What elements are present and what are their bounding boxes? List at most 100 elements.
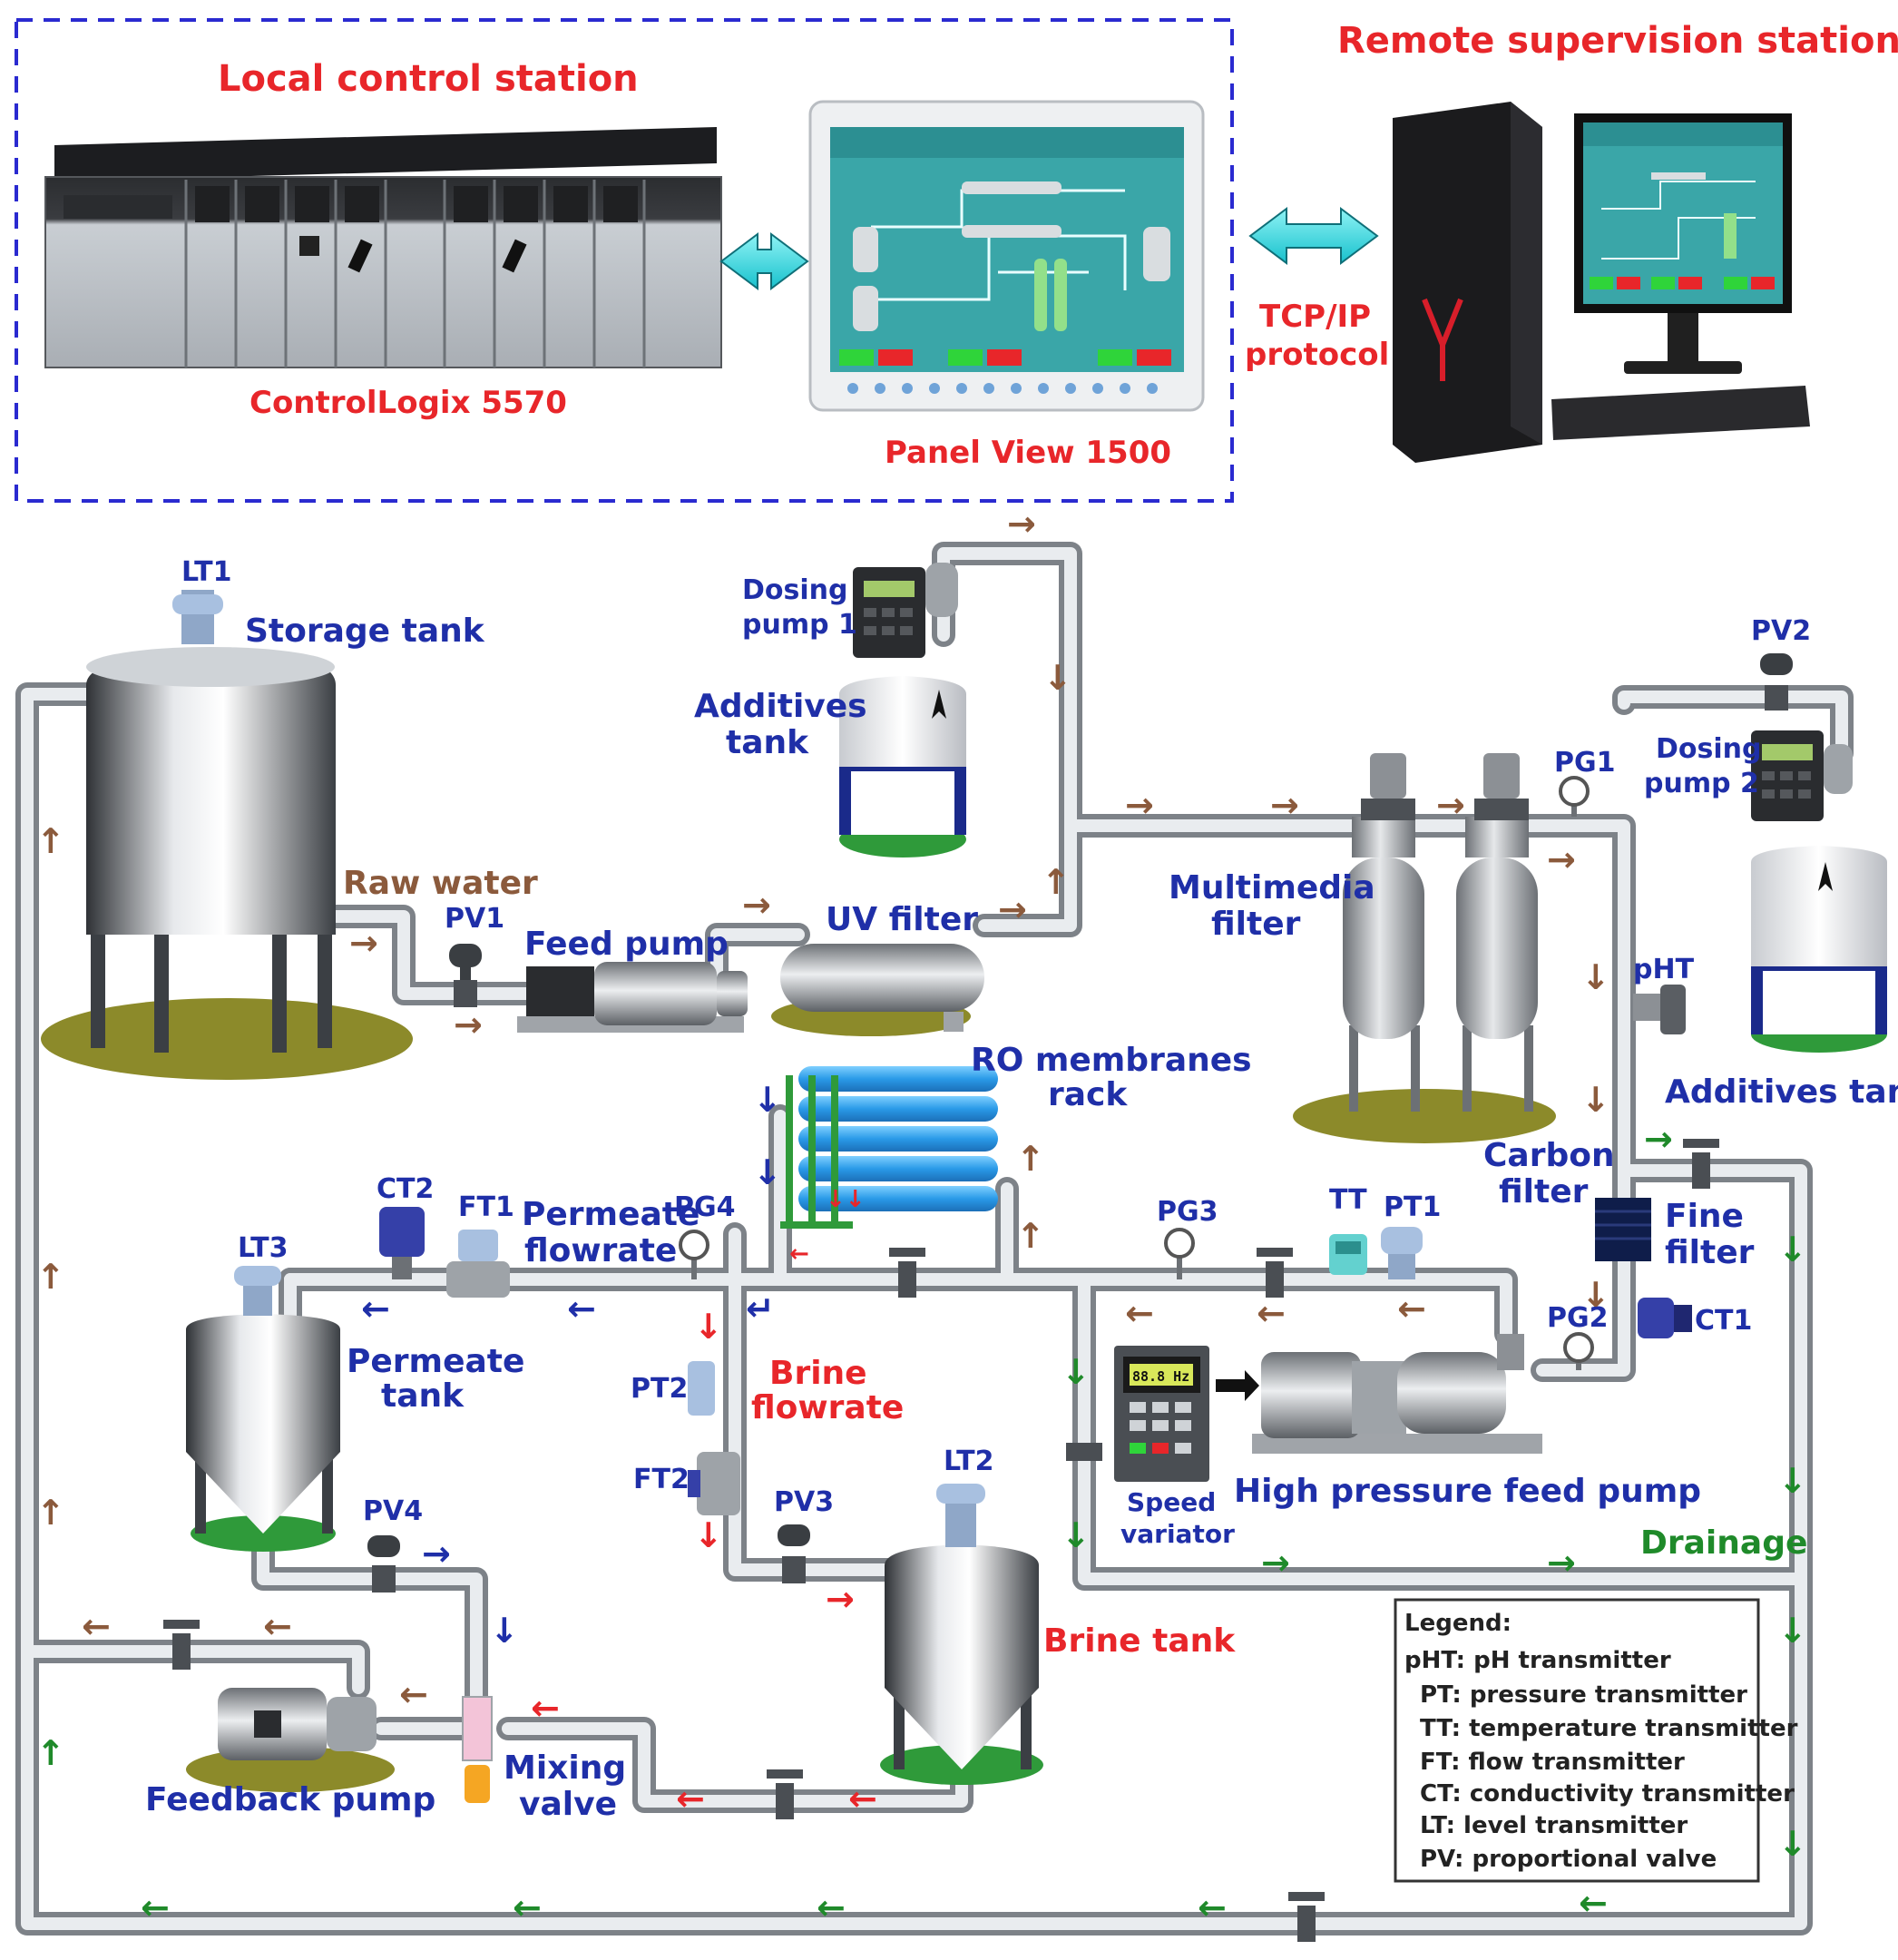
feed-pump-label: Feed pump <box>524 926 729 963</box>
pg2-gauge <box>1563 1332 1594 1370</box>
monitor-image <box>1551 113 1810 440</box>
svg-text:↑: ↑ <box>36 1493 65 1533</box>
brine-flowrate-label-line1: Brine <box>769 1355 867 1392</box>
pt2-transmitter <box>688 1361 715 1416</box>
ct2-label: CT2 <box>377 1173 434 1205</box>
svg-text:↑: ↑ <box>36 1257 65 1297</box>
svg-text:↵: ↵ <box>746 1289 775 1328</box>
svg-text:→: → <box>826 1579 855 1619</box>
pv2-label: PV2 <box>1751 615 1811 647</box>
svg-text:←: ← <box>789 1240 809 1268</box>
lt1-transmitter <box>172 590 223 644</box>
pg1-gauge <box>1559 776 1590 817</box>
svg-text:→: → <box>1125 785 1154 825</box>
additives-tank-2-label: Additives tank <box>1665 1073 1898 1111</box>
svg-text:↓: ↓ <box>1778 1611 1807 1651</box>
legend-item: FT: flow transmitter <box>1420 1749 1685 1776</box>
svg-text:←: ← <box>1579 1883 1608 1923</box>
feedback-pump <box>186 1688 395 1792</box>
svg-text:→: → <box>998 889 1027 929</box>
legend: Legend: pHT: pH transmitter PT: pressure… <box>1394 1598 1798 1883</box>
pt2-label: PT2 <box>631 1373 688 1405</box>
pg3-label: PG3 <box>1157 1196 1218 1228</box>
fine-filter <box>1595 1198 1651 1261</box>
raw-water-label: Raw water <box>343 865 538 902</box>
brine-tank <box>880 1544 1043 1785</box>
ro-rack-label-line2: rack <box>1048 1076 1128 1113</box>
lt2-label: LT2 <box>944 1446 994 1477</box>
ct2-transmitter <box>379 1207 425 1279</box>
svg-text:←: ← <box>567 1289 596 1328</box>
dosing-pump-2-label-line2: pump 2 <box>1644 768 1759 799</box>
svg-text:↓↓: ↓↓ <box>826 1186 866 1213</box>
svg-text:→: → <box>1270 785 1299 825</box>
svg-text:↓: ↓ <box>753 1080 782 1120</box>
svg-text:←: ← <box>263 1606 292 1646</box>
svg-text:↑: ↑ <box>1016 1216 1045 1256</box>
feedback-pump-label: Feedback pump <box>145 1781 435 1818</box>
multimedia-filter <box>1293 753 1556 1143</box>
pg2-label: PG2 <box>1547 1302 1609 1334</box>
legend-item: CT: conductivity transmitter <box>1420 1780 1795 1808</box>
pv3-label: PV3 <box>774 1486 834 1518</box>
vfd-display-text: 88.8 Hz <box>1132 1368 1189 1385</box>
ft1-transmitter <box>446 1230 510 1298</box>
svg-text:↓: ↓ <box>694 1515 723 1555</box>
tt-label: TT <box>1329 1184 1367 1216</box>
pc-tower-image <box>1393 102 1542 463</box>
svg-text:↑: ↑ <box>1016 1139 1045 1179</box>
pg3-gauge <box>1164 1228 1195 1279</box>
svg-text:↓: ↓ <box>1581 1275 1610 1315</box>
dosing-pump-2 <box>1751 730 1853 821</box>
svg-text:←: ← <box>1198 1887 1227 1927</box>
speed-variator-label-line1: Speed <box>1127 1487 1216 1517</box>
protocol-label: protocol <box>1245 337 1389 373</box>
permeate-flowrate-label-line2: flowrate <box>524 1232 677 1269</box>
svg-text:→: → <box>742 885 771 925</box>
carbon-filter <box>1456 753 1538 1112</box>
pv1-label: PV1 <box>445 903 504 935</box>
additives-tank-1 <box>839 676 966 858</box>
svg-text:↓: ↓ <box>753 1152 782 1192</box>
svg-text:←: ← <box>1397 1289 1426 1328</box>
dosing-pump-1-label-line2: pump 1 <box>742 609 857 641</box>
svg-text:↓: ↓ <box>1062 1352 1091 1392</box>
legend-item: TT: temperature transmitter <box>1420 1715 1798 1742</box>
tt-transmitter <box>1329 1234 1367 1275</box>
svg-text:→: → <box>454 1004 483 1044</box>
pv1-valve <box>449 944 482 1007</box>
fine-filter-label-line1: Fine <box>1665 1198 1744 1235</box>
storage-tank-label: Storage tank <box>245 612 485 650</box>
pt1-label: PT1 <box>1384 1191 1441 1223</box>
svg-text:←: ← <box>676 1779 705 1818</box>
dosing-pump-1-label-line1: Dosing <box>742 574 847 606</box>
svg-text:←: ← <box>141 1887 170 1927</box>
permeate-flowrate-label-line1: Permeate <box>522 1196 700 1233</box>
legend-box <box>1394 1598 1760 1883</box>
pg4-label: PG4 <box>674 1191 736 1223</box>
svg-text:←: ← <box>817 1887 846 1927</box>
svg-text:←: ← <box>513 1887 542 1927</box>
pv3-valve <box>778 1524 810 1583</box>
uv-filter-label: UV filter <box>826 901 978 938</box>
ro-rack-label-line1: RO membranes <box>971 1042 1252 1079</box>
plc-rack-image <box>44 127 722 368</box>
additives-tank-1-label-line1: Additives <box>694 688 867 725</box>
mixing-valve-label-line1: Mixing <box>504 1749 626 1787</box>
svg-text:←: ← <box>848 1779 877 1818</box>
brine-tank-label: Brine tank <box>1043 1622 1236 1660</box>
ct1-transmitter <box>1638 1298 1692 1338</box>
permeate-tank <box>186 1314 340 1552</box>
lt1-label: LT1 <box>181 556 232 588</box>
hmi-panel-image <box>808 100 1205 412</box>
pg1-label: PG1 <box>1554 747 1616 779</box>
svg-text:↓: ↓ <box>694 1307 723 1347</box>
svg-text:↑: ↑ <box>1042 862 1071 902</box>
svg-text:↓: ↓ <box>1778 1824 1807 1864</box>
ft2-label: FT2 <box>633 1464 690 1495</box>
hp-pump-label: High pressure feed pump <box>1234 1473 1701 1510</box>
svg-text:→: → <box>1644 1119 1673 1159</box>
svg-text:→: → <box>1547 1543 1576 1583</box>
svg-text:↓: ↓ <box>1778 1230 1807 1269</box>
